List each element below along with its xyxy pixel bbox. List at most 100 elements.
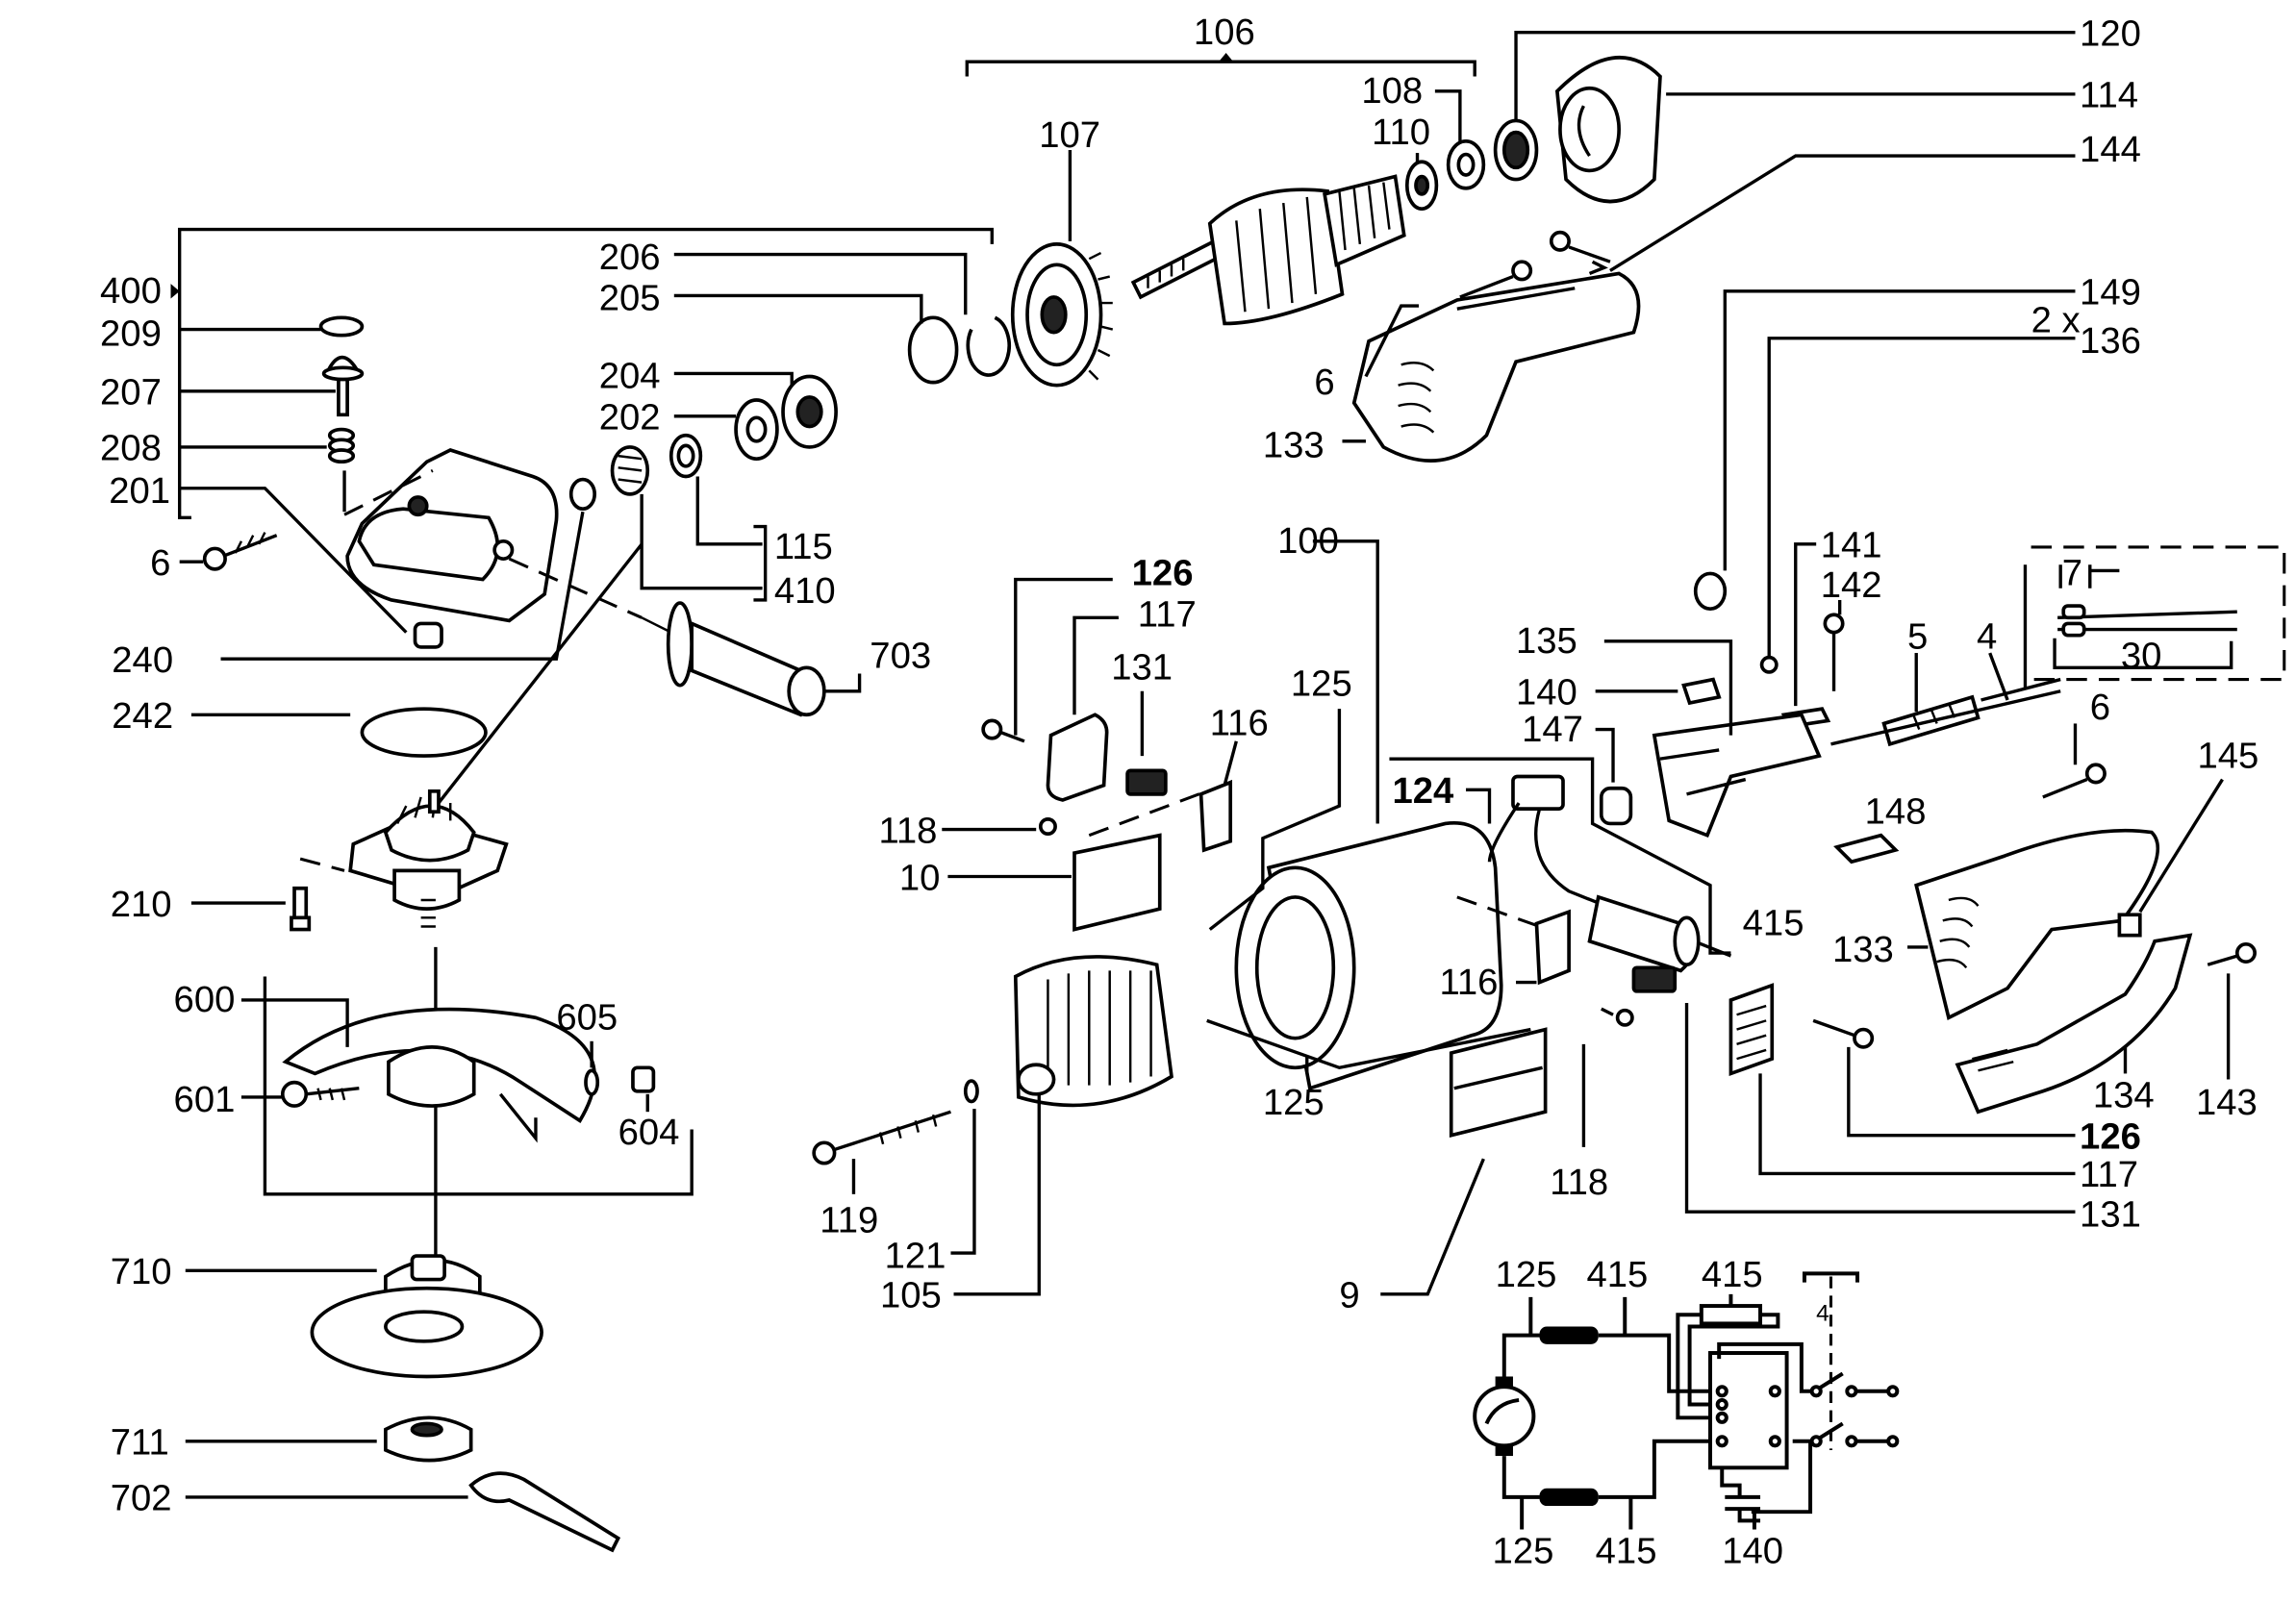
bracket-115-410: 115 410: [640, 476, 836, 612]
ring-part-205: 205: [599, 278, 959, 385]
callout-116-upper: 116: [1210, 703, 1269, 744]
armature-part: [1130, 174, 1406, 326]
callout-125-upper: 125: [1291, 663, 1352, 704]
screw-part-6-right: 6: [2042, 687, 2110, 799]
callout-143: 143: [2196, 1082, 2258, 1123]
screw-part-6-left: 6: [150, 532, 278, 584]
nut-part-604: 604: [618, 1065, 680, 1153]
washer-part-121: 121: [885, 1079, 979, 1276]
screw-part-118-lower: 118: [1550, 1007, 1634, 1203]
callout-242: 242: [112, 695, 173, 737]
callout-711: 711: [111, 1422, 169, 1464]
screw-part-136: 2 x 136: [1759, 300, 2141, 674]
screw-part-126-lower: 126: [1812, 1018, 2141, 1157]
callout-6-top: 6: [1314, 362, 1334, 403]
callout-136: 136: [2080, 320, 2141, 362]
callout-205: 205: [599, 278, 661, 319]
schematic-label-125-top: 125: [1496, 1254, 1557, 1295]
capacitor-part-140: 140: [1516, 672, 1722, 714]
callout-206: 206: [599, 237, 661, 278]
label-plate-part-9: 9: [1339, 1027, 1548, 1316]
cable-clamp-part-141: 141: [1780, 525, 1882, 729]
plug-part-240: 240: [112, 511, 585, 681]
callout-131-upper: 131: [1111, 647, 1173, 689]
callout-119: 119: [820, 1200, 878, 1241]
wiring-schematic: 125 415 415 125 415 140: [1473, 1254, 1900, 1572]
callout-207: 207: [100, 372, 162, 413]
callout-115: 115: [774, 526, 833, 567]
callout-110: 110: [1372, 112, 1430, 153]
handle-guard-part-134: 134: [1955, 933, 2193, 1116]
callout-120: 120: [2080, 13, 2141, 54]
callout-5: 5: [1907, 615, 1928, 657]
callout-147: 147: [1522, 709, 1583, 750]
field-lead-bracket-125-bottom: 125: [1206, 1018, 1531, 1123]
screw-part-118-upper: 118: [878, 810, 1057, 851]
callout-117-upper: 117: [1138, 594, 1197, 636]
brush-cover-part-117-lower: 117: [1728, 983, 2138, 1195]
cable-part-124: 124: [1393, 770, 1732, 958]
callout-105: 105: [880, 1275, 942, 1316]
callout-208: 208: [100, 428, 162, 469]
inset-dimension-30: 30: [2121, 635, 2162, 676]
motor-housing-part-100: 100: [1234, 520, 1503, 1091]
callout-134: 134: [2093, 1075, 2155, 1116]
spindle-lock-part-207: 207: [100, 355, 365, 417]
brush-holder-part-116-upper: 116: [1198, 703, 1269, 853]
circlip-part-206: 206: [599, 237, 1011, 377]
fan-part-107: 107: [1010, 114, 1114, 388]
callout-126-upper: 126: [1132, 553, 1194, 594]
callout-133-top: 133: [1263, 425, 1325, 466]
nut-part-115: [669, 433, 703, 479]
brush-holder-part-116-lower: 116: [1439, 895, 1571, 1003]
carbon-brush-part-131-upper: 131: [1111, 647, 1173, 796]
callout-118-lower: 118: [1550, 1162, 1608, 1203]
callout-133-right: 133: [1832, 929, 1894, 970]
screw-part-144: 144: [1549, 129, 2141, 276]
callout-210: 210: [111, 884, 172, 925]
guard-part-600: 600: [174, 946, 694, 1271]
callout-410: 410: [774, 570, 836, 612]
gear-housing-part-201: 201: [109, 448, 559, 634]
callout-604: 604: [618, 1112, 680, 1153]
power-cable-part-4: 4: [1830, 615, 2061, 746]
callout-415-main: 415: [1743, 903, 1804, 944]
callout-108: 108: [1361, 70, 1423, 112]
callout-204: 204: [599, 356, 661, 397]
plate-part-145: 145: [2117, 735, 2258, 938]
field-coil-symbol-top: [1539, 1326, 1599, 1344]
callout-135: 135: [1516, 620, 1577, 662]
callout-4: 4: [1977, 615, 1997, 657]
callout-6-right: 6: [2090, 687, 2110, 728]
side-handle-part-703: 703: [508, 557, 931, 717]
wrench-part-702: 702: [111, 1471, 621, 1553]
callout-400: 400: [100, 270, 162, 312]
callout-145: 145: [2197, 735, 2258, 776]
callout-106: 106: [1194, 12, 1255, 53]
field-coil-part-105: 105: [880, 955, 1173, 1316]
resistor-symbol-415: [1699, 1304, 1763, 1326]
oring-part-242: 242: [112, 695, 488, 758]
callout-126-lower: 126: [2080, 1115, 2141, 1157]
group-bracket-106: 106: [965, 12, 1476, 77]
group-bracket-400: 400: [100, 227, 994, 520]
grinding-disc-part: [310, 1286, 543, 1379]
callout-240: 240: [112, 639, 173, 681]
rear-housing-part-133-top: 133: [1263, 271, 1641, 466]
callout-9: 9: [1339, 1275, 1359, 1316]
callout-703: 703: [870, 635, 931, 676]
brush-cover-part-117-upper: 117: [1046, 594, 1197, 802]
callout-125-bottom: 125: [1263, 1082, 1325, 1123]
knob-part-149: 149: [1693, 272, 2141, 611]
screw-part-143: 143: [2196, 942, 2258, 1123]
end-cover-part-114: 114: [1554, 56, 2138, 204]
bearing-part-110: 110: [1372, 112, 1439, 212]
callout-116-lower: 116: [1439, 962, 1498, 1003]
schematic-label-415-bottom: 415: [1596, 1531, 1657, 1572]
callout-601: 601: [174, 1079, 236, 1120]
cable-detail-inset: 7 30: [2023, 545, 2286, 689]
spring-part-208: 208: [100, 428, 356, 469]
ring-part-209: 209: [100, 313, 365, 354]
callout-2x: 2 x: [2031, 300, 2081, 341]
